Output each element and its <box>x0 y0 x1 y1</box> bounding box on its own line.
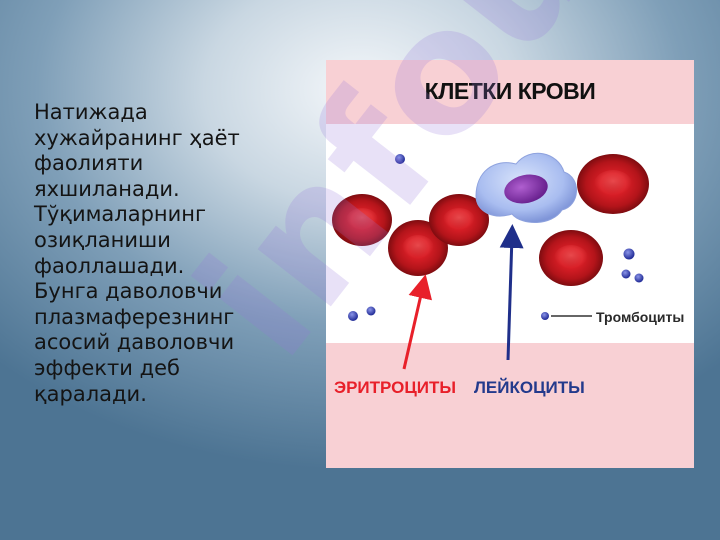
label-platelets: Тромбоциты <box>596 309 685 325</box>
blood-cells-illustration <box>332 152 649 370</box>
erythrocyte-cell <box>388 220 448 276</box>
erythrocyte-cell <box>429 194 489 246</box>
figure-label-band <box>326 343 694 468</box>
nucleus <box>504 174 548 204</box>
erythrocyte-cell <box>332 194 392 246</box>
erythrocyte-cell <box>539 230 603 286</box>
platelet-cells <box>348 154 644 321</box>
erythrocyte-cell <box>577 154 649 214</box>
slide-body-text: Натижада хужайранинг ҳаёт фаолияти яхшил… <box>34 100 240 406</box>
erythrocyte-arrow <box>402 274 433 370</box>
label-leukocytes: ЛЕЙКОЦИТЫ <box>474 378 585 397</box>
label-erythrocytes: ЭРИТРОЦИТЫ <box>334 378 457 397</box>
leukocyte-cell <box>475 152 577 224</box>
figure-title-band <box>326 60 694 124</box>
blood-cells-figure: КЛЕТКИ КРОВИ <box>326 60 694 468</box>
figure-title: КЛЕТКИ КРОВИ <box>424 78 596 104</box>
leukocyte-arrow <box>499 224 524 361</box>
